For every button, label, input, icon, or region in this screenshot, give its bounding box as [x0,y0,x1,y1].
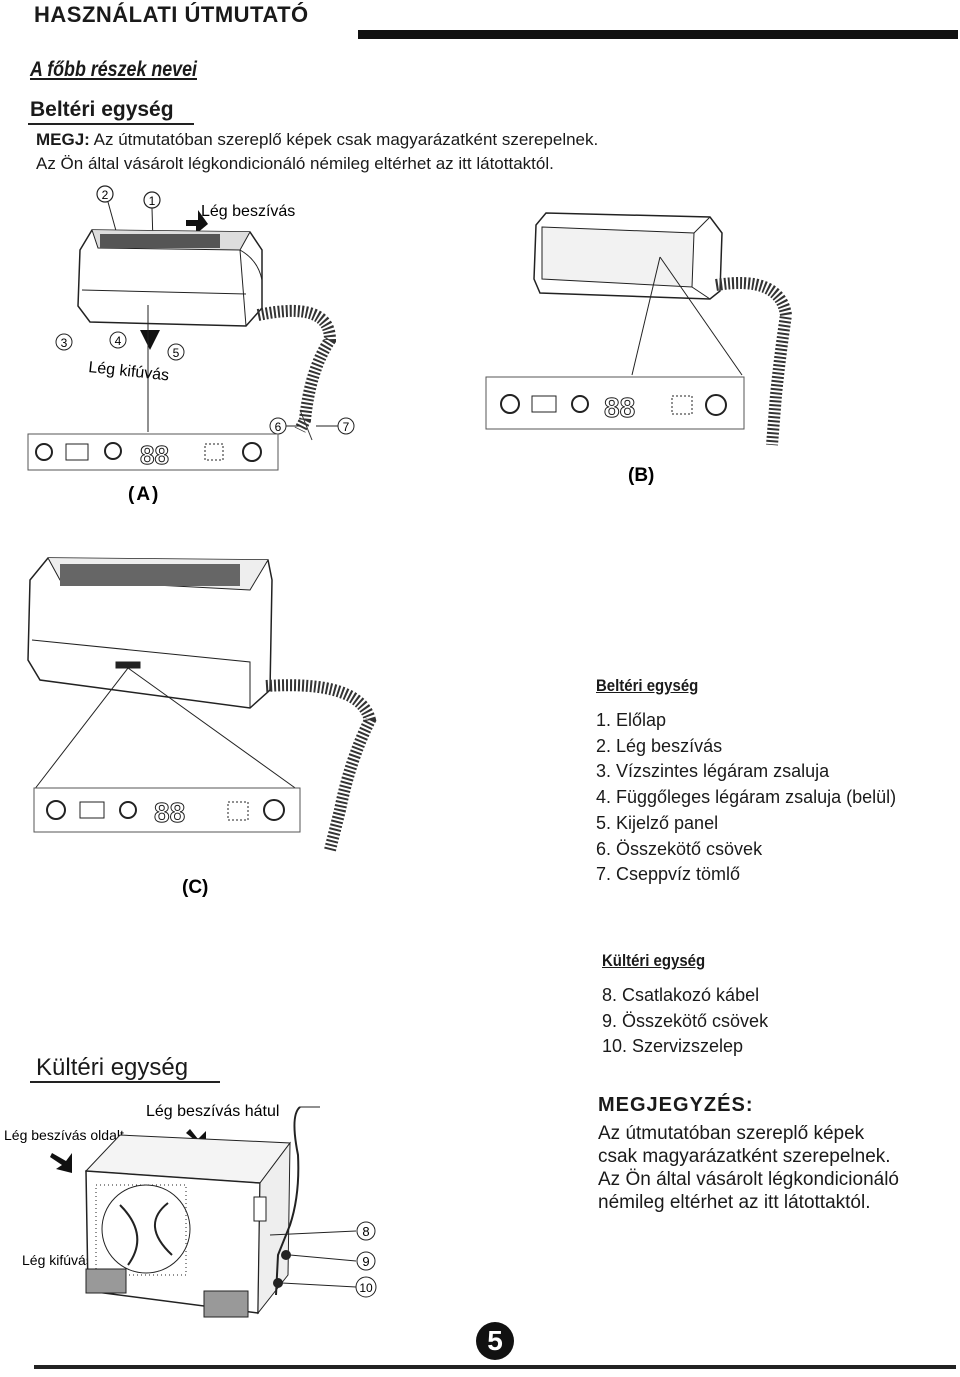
svg-text:9: 9 [362,1254,369,1269]
list-item: 8. Csatlakozó kábel [602,985,760,1005]
list-item: 3. Vízszintes légáram zsaluja [596,761,830,782]
svg-text:88: 88 [140,440,169,470]
outdoor-legend-list: 8. Csatlakozó kábel 9. Összekötő csövek … [602,983,768,1060]
svg-text:6: 6 [275,420,282,434]
remark-line-2: csak magyarázatként szerepelnek. [598,1146,891,1167]
list-item: 7. Cseppvíz tömlő [596,864,741,885]
air-in-side-label: Lég beszívás oldalt [4,1127,124,1143]
air-in-side-arrow [50,1153,72,1173]
air-out-label: Lég kifúvás [88,359,170,384]
note-line-1: Az útmutatóban szereplő képek csak magya… [89,130,599,149]
callout-6: 6 [269,417,300,435]
indoor-unit-body-a [77,229,263,327]
note-line-2: Az Ön által vásárolt légkondicionáló ném… [36,154,554,173]
svg-text:2: 2 [102,188,109,202]
callout-5: 5 [167,343,185,361]
callout-3: 3 [55,333,73,351]
list-item: 4. Függőleges légáram zsaluja (belül) [596,787,897,808]
footer-bar [34,1365,956,1369]
svg-text:7: 7 [343,420,350,434]
figure-b-label: (B) [628,465,654,486]
svg-text:8: 8 [362,1224,369,1239]
callout-8: 8 [269,1221,376,1241]
list-item: 5. Kijelző panel [596,812,719,833]
callout-9: 9 [289,1251,376,1271]
svg-text:88: 88 [154,797,185,828]
svg-text:5: 5 [173,346,180,360]
outdoor-cable [275,1106,301,1296]
air-out-arrow [140,330,160,350]
svg-text:88: 88 [604,392,635,423]
svg-text:10: 10 [359,1281,373,1295]
list-item: 10. Szervizszelep [602,1036,744,1057]
outdoor-feet [85,1268,249,1318]
svg-text:4: 4 [115,334,122,348]
outdoor-unit-title: Kültéri egység [36,1054,189,1081]
header-bar [358,30,958,39]
list-item: 1. Előlap [596,710,667,730]
section-title: A főbb részek nevei [30,58,197,81]
display-panel-a: 88 [27,433,279,471]
outdoor-unit-body [84,1134,291,1315]
remark-line-3: Az Ön által vásárolt légkondicionáló [598,1169,900,1190]
callout-10: 10 [281,1276,377,1298]
outdoor-title-underline [30,1081,220,1083]
air-out-label-outdoor: Lég kifúvás [22,1252,93,1268]
pipe-c [265,679,377,852]
display-panel-b: 88 [485,376,745,430]
figure-outdoor-unit: Lég beszívás oldalt Lég beszívás hátul L… [4,1103,377,1318]
note-label: MEGJ: [36,130,90,149]
indoor-unit-body-b [533,212,723,300]
svg-text:1: 1 [149,194,156,208]
air-in-arrow [186,210,208,234]
display-panel-c: 88 [33,787,301,833]
list-item: 6. Összekötő csövek [596,838,763,859]
figure-a-label: (A) [128,484,160,505]
callout-7: 7 [316,417,355,435]
figure-b-indoor-unit: 88 (B) [485,212,793,486]
list-item: 9. Összekötő csövek [602,1010,769,1031]
page-number: 5 [476,1322,514,1360]
figure-c-label: (C) [182,877,208,898]
figure-c-indoor-unit: 88 (C) [27,557,377,898]
indoor-unit-body-c [27,557,273,709]
list-item: 2. Lég beszívás [596,735,723,756]
indoor-title-underline [28,123,194,125]
indoor-unit-title: Beltéri egység [30,98,174,121]
indoor-note: MEGJ: Az útmutatóban szereplő képek csak… [36,128,598,176]
manual-title: HASZNÁLATI ÚTMUTATÓ [34,2,309,27]
svg-text:3: 3 [61,336,68,350]
figure-a-indoor-unit: 2 1 Lég beszívás 3 4 5 Lég kifúvás 6 [27,185,355,505]
pipe-a [256,304,337,433]
air-in-label: Lég beszívás [201,203,295,220]
pipe-b [715,277,793,446]
indoor-legend-list: 1. Előlap 2. Lég beszívás 3. Vízszintes … [596,708,896,888]
remark-line-1: Az útmutatóban szereplő képek [598,1123,865,1144]
remark-title: MEGJEGYZÉS: [598,1094,754,1116]
outdoor-legend-title: Kültéri egység [602,951,706,970]
indoor-legend-title: Beltéri egység [596,676,699,695]
air-in-back-label: Lég beszívás hátul [146,1103,279,1120]
remark-line-4: némileg eltérhet az itt látottaktól. [598,1192,871,1213]
remark-text: Az útmutatóban szereplő képek csak magya… [598,1122,948,1214]
callout-4: 4 [109,331,127,349]
